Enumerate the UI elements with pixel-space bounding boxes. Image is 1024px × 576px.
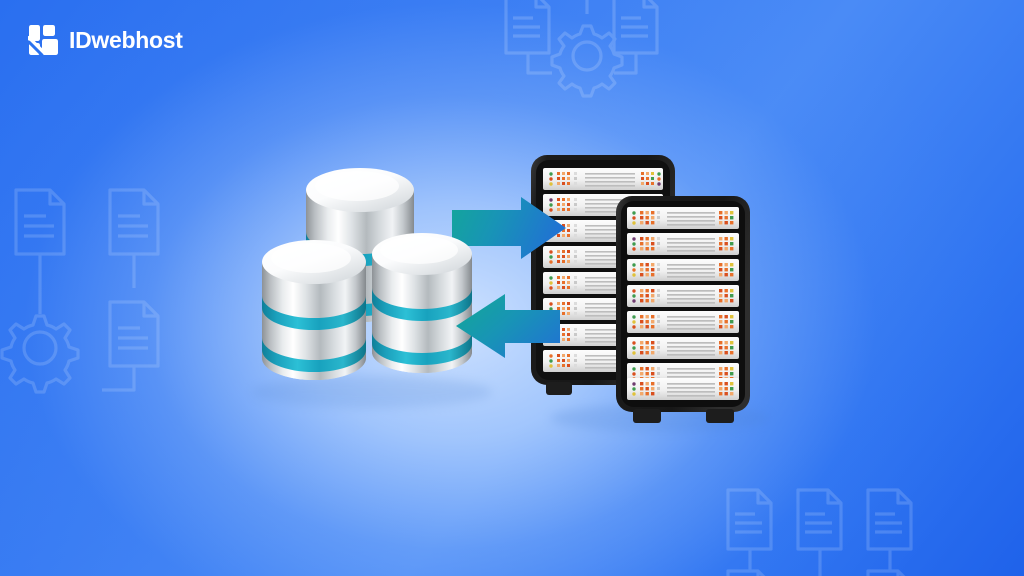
server-rack-front-region [616,196,750,424]
arrow-server-to-database-shape [456,294,560,358]
server-rack-front [616,196,750,423]
database-cylinder-right [372,233,472,373]
arrow-server-to-database [452,294,562,360]
arrow-database-to-server-shape [452,197,566,259]
brand-logo[interactable]: IDwebhost [27,24,183,57]
database-cylinder-left [262,240,366,380]
arrow-database-to-server [452,197,568,261]
watermark-documents-gear-network-top [492,0,682,108]
idwebhost-squares-logo-icon [27,24,60,57]
brand-name: IDwebhost [69,26,183,53]
watermark-documents-gear-network-left [0,160,242,460]
watermark-documents-network-bottom-right [706,468,956,576]
database-cylinder-left-region [262,240,368,380]
